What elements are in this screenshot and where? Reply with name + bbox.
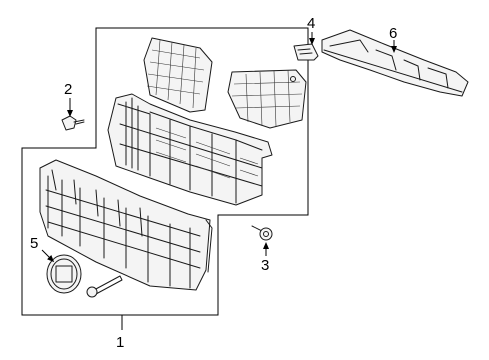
leader-lines: [41, 32, 397, 330]
leader-5: [41, 249, 55, 263]
upper-shield-left: [143, 37, 213, 113]
upper-shield-right: [227, 69, 307, 129]
clip-bracket: [293, 43, 319, 61]
callout-6: 6: [389, 25, 397, 42]
upper-support-bracket: [321, 29, 469, 97]
mounting-stud: [86, 275, 123, 298]
screw-fastener: [61, 115, 85, 131]
rear-grille-frame: [107, 93, 273, 206]
callout-labels: 1 2 3 4 5 6: [30, 15, 397, 351]
emblem: [46, 254, 82, 294]
assembly-outline: [21, 27, 309, 316]
callout-3: 3: [261, 257, 269, 274]
callout-2: 2: [64, 81, 72, 98]
front-grille: [39, 159, 213, 291]
callout-4: 4: [307, 15, 315, 32]
callout-1: 1: [116, 334, 124, 351]
callout-5: 5: [30, 235, 38, 252]
bolt-fastener: [251, 225, 273, 241]
